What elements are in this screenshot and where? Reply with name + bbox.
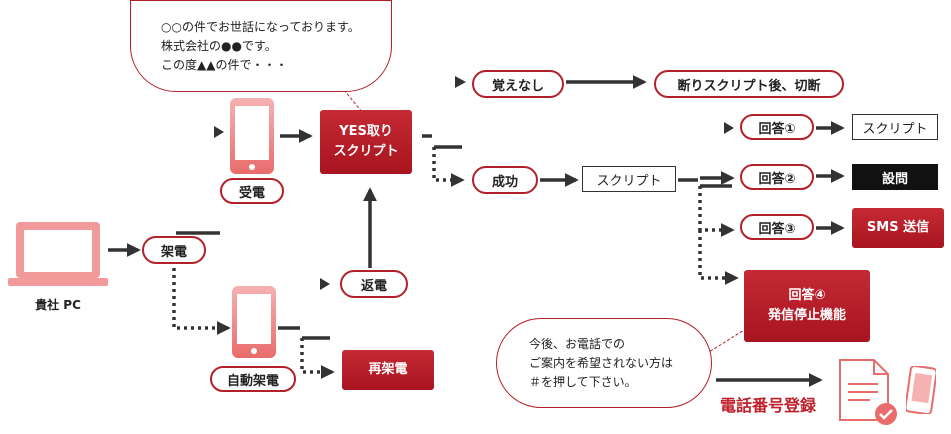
greeting-line3: この度▲▲の件で・・・ [161,57,288,72]
answer2-pill: 回答② [740,164,814,190]
refusal-script-pill: 断りスクリプト後、切断 [654,70,844,98]
opt-out-line1: 今後、お電話での [529,336,626,351]
yes-script-line1: YES取り [339,124,393,139]
opt-out-speech-bubble: 今後、お電話での ご案内を希望されない方は ＃を押して下さい。 [496,318,712,408]
script-box: スクリプト [582,166,676,192]
answer3-pill: 回答③ [740,214,814,240]
jido-kaden-pill: 自動架電 [210,366,296,392]
greeting-line1: ○○の件でお世話になっております。 [161,19,360,34]
greeting-speech-bubble: ○○の件でお世話になっております。 株式会社の●●です。 この度▲▲の件で・・・ [130,0,392,92]
document-check-icon [834,356,902,428]
kaden-pill: 架電 [142,236,206,264]
receive-phone-icon [230,98,274,174]
greeting-line2: 株式会社の●●です。 [161,38,277,53]
oboe-nashi-pill: 覚えなし [472,70,564,98]
henden-pill: 返電 [340,270,408,298]
yes-script-box: YES取り スクリプト [320,110,412,174]
answer4-stop-box: 回答④ 発信停止機能 [744,270,870,342]
opt-out-line2: ご案内を希望されない方は [529,355,674,370]
small-phone-icon [904,364,938,416]
result3-sms-box: SMS 送信 [852,208,944,248]
answer4-line2: 発信停止機能 [767,308,846,323]
result2-question-box: 設問 [852,164,938,190]
pc-label: 貴社 PC [35,298,81,312]
answer1-pill: 回答① [740,114,814,140]
pc-laptop-icon [8,218,108,298]
yes-script-line2: スクリプト [333,144,399,159]
juden-pill: 受電 [220,178,284,204]
auto-call-phone-icon [232,286,276,358]
answer4-line1: 回答④ [788,288,826,303]
result1-script-box: スクリプト [852,114,938,140]
opt-out-line3: ＃を押して下さい。 [529,374,637,389]
seiko-pill: 成功 [472,166,538,194]
saikaden-box: 再架電 [342,350,434,390]
register-label: 電話番号登録 [720,396,817,415]
